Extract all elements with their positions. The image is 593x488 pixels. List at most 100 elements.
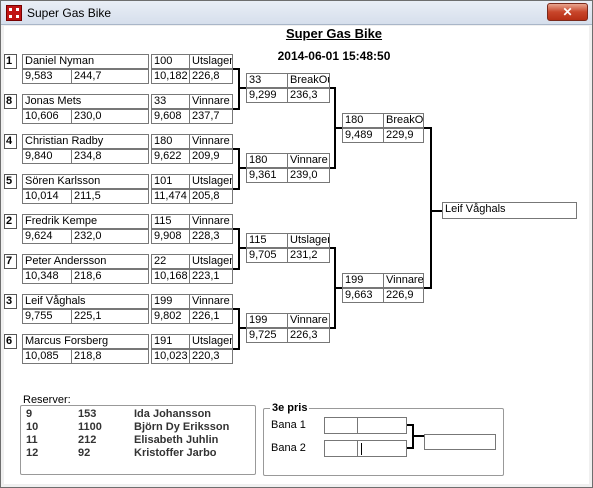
bike-number[interactable]: 180 [246,153,288,168]
reaction-time[interactable]: 10,014 [22,189,72,204]
elapsed-time[interactable]: 9,705 [246,248,288,263]
bike-number[interactable]: 199 [151,294,190,309]
end-speed[interactable]: 236,3 [287,88,330,103]
result-status[interactable]: Vinnare [287,313,330,328]
reaction-time[interactable]: 10,085 [22,349,72,364]
result-status[interactable]: Vinnare [383,273,424,288]
speed[interactable]: 218,6 [71,269,149,284]
result-status[interactable]: Utslagen [287,233,330,248]
bike-number[interactable]: 180 [342,113,384,128]
reserves-box [20,405,256,475]
lane1-time-input[interactable] [357,417,407,434]
third-place-result[interactable] [424,434,496,450]
close-button[interactable]: ✕ [547,3,588,21]
reaction-time[interactable]: 9,755 [22,309,72,324]
bike-number[interactable]: 115 [151,214,190,229]
result-status[interactable]: Vinnare [287,153,330,168]
bike-number[interactable]: 191 [151,334,190,349]
elapsed-time[interactable]: 9,725 [246,328,288,343]
result-status[interactable]: Utslagen [189,254,233,269]
result-status[interactable]: Vinnare [189,294,233,309]
lane2-time-input[interactable] [357,440,407,457]
end-speed[interactable]: 205,8 [189,189,233,204]
lane2-label: Bana 2 [271,442,306,454]
result-status[interactable]: BreakOut [287,73,330,88]
bike-number[interactable]: 199 [246,313,288,328]
speed[interactable]: 232,0 [71,229,149,244]
rider-name[interactable]: Fredrik Kempe [22,214,149,229]
reaction-time[interactable]: 9,624 [22,229,72,244]
end-speed[interactable]: 237,7 [189,109,233,124]
seed-number: 6 [4,334,17,349]
result-status[interactable]: Vinnare [189,94,233,109]
speed[interactable]: 234,8 [71,149,149,164]
third-line [407,447,414,449]
third-line [412,424,414,449]
speed[interactable]: 244,7 [71,69,149,84]
elapsed-time[interactable]: 9,608 [151,109,190,124]
bike-number[interactable]: 33 [151,94,190,109]
end-speed[interactable]: 226,3 [287,328,330,343]
rider-name[interactable]: Leif Våghals [22,294,149,309]
reaction-time[interactable]: 9,583 [22,69,72,84]
end-speed[interactable]: 228,3 [189,229,233,244]
result-status[interactable]: BreakOut [383,113,424,128]
end-speed[interactable]: 220,3 [189,349,233,364]
elapsed-time[interactable]: 9,908 [151,229,190,244]
rider-name[interactable]: Marcus Forsberg [22,334,149,349]
elapsed-time[interactable]: 10,023 [151,349,190,364]
elapsed-time[interactable]: 11,474 [151,189,190,204]
bracket-connector [430,127,432,289]
end-speed[interactable]: 226,1 [189,309,233,324]
rider-name[interactable]: Daniel Nyman [22,54,149,69]
end-speed[interactable]: 209,9 [189,149,233,164]
reserve-bike-number: 212 [78,434,97,446]
speed[interactable]: 211,5 [71,189,149,204]
reaction-time[interactable]: 10,348 [22,269,72,284]
end-speed[interactable]: 226,8 [189,69,233,84]
elapsed-time[interactable]: 9,622 [151,149,190,164]
result-status[interactable]: Utslagen [189,54,233,69]
result-status[interactable]: Utslagen [189,174,233,189]
end-speed[interactable]: 226,9 [383,288,424,303]
bike-number[interactable]: 180 [151,134,190,149]
winner-field[interactable]: Leif Våghals [442,202,577,219]
result-status[interactable]: Vinnare [189,134,233,149]
bracket-connector [336,287,342,289]
reaction-time[interactable]: 10,606 [22,109,72,124]
speed[interactable]: 225,1 [71,309,149,324]
bike-number[interactable]: 33 [246,73,288,88]
rider-name[interactable]: Christian Radby [22,134,149,149]
rider-name[interactable]: Sören Karlsson [22,174,149,189]
reserve-order: 10 [26,421,39,433]
bike-number[interactable]: 115 [246,233,288,248]
elapsed-time[interactable]: 9,489 [342,128,384,143]
bike-number[interactable]: 199 [342,273,384,288]
lane1-number-input[interactable] [324,417,358,434]
bracket-connector [233,108,240,110]
bike-number[interactable]: 22 [151,254,190,269]
elapsed-time[interactable]: 10,168 [151,269,190,284]
rider-name[interactable]: Jonas Mets [22,94,149,109]
result-status[interactable]: Vinnare [189,214,233,229]
end-speed[interactable]: 229,9 [383,128,424,143]
bracket-connector [240,167,246,169]
elapsed-time[interactable]: 10,182 [151,69,190,84]
speed[interactable]: 230,0 [71,109,149,124]
reserve-name: Ida Johansson [134,408,212,420]
speed[interactable]: 218,8 [71,349,149,364]
bike-number[interactable]: 101 [151,174,190,189]
elapsed-time[interactable]: 9,361 [246,168,288,183]
elapsed-time[interactable]: 9,299 [246,88,288,103]
end-speed[interactable]: 223,1 [189,269,233,284]
bike-number[interactable]: 100 [151,54,190,69]
end-speed[interactable]: 239,0 [287,168,330,183]
third-place-label: 3e pris [270,402,310,414]
end-speed[interactable]: 231,2 [287,248,330,263]
lane2-number-input[interactable] [324,440,358,457]
elapsed-time[interactable]: 9,663 [342,288,384,303]
rider-name[interactable]: Peter Andersson [22,254,149,269]
result-status[interactable]: Utslagen [189,334,233,349]
reaction-time[interactable]: 9,840 [22,149,72,164]
elapsed-time[interactable]: 9,802 [151,309,190,324]
